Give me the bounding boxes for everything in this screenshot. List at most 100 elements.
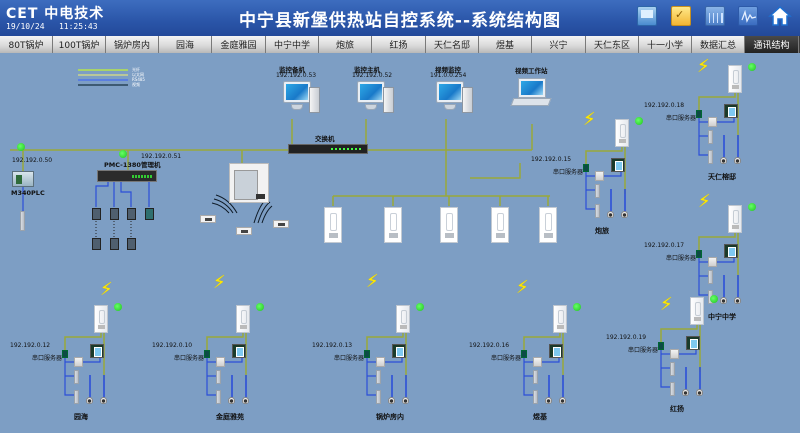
wireless-signal-icon: ⚡ <box>697 56 710 77</box>
meter-module[interactable] <box>110 238 119 250</box>
breaker-module[interactable] <box>708 117 717 127</box>
camera-icon[interactable] <box>621 211 628 218</box>
meter-module[interactable] <box>92 238 101 250</box>
wireless-node[interactable] <box>200 215 216 223</box>
tab-0[interactable]: 80T锅炉 <box>0 36 53 53</box>
power-meter[interactable] <box>232 344 246 358</box>
breaker-module[interactable] <box>376 357 385 367</box>
meter-module[interactable] <box>92 208 101 220</box>
serial-server[interactable] <box>62 350 68 358</box>
switch-label: 交换机 <box>315 135 335 143</box>
tab-9[interactable]: 煜基 <box>479 36 532 53</box>
camera-icon[interactable] <box>242 397 249 404</box>
monitor-icon[interactable] <box>637 6 657 26</box>
power-meter[interactable] <box>724 244 738 258</box>
power-meter[interactable] <box>549 344 563 358</box>
trend-icon[interactable] <box>738 6 758 26</box>
tab-12[interactable]: 十一小学 <box>639 36 692 53</box>
camera-icon[interactable] <box>607 211 614 218</box>
camera-icon[interactable] <box>720 157 727 164</box>
tab-8[interactable]: 天仁名邸 <box>426 36 479 53</box>
tab-3[interactable]: 园海 <box>159 36 212 53</box>
station-ip: 192.192.0.16 <box>469 342 510 349</box>
access-point[interactable] <box>440 207 458 243</box>
wireless-gateway-cabinet[interactable] <box>229 163 269 203</box>
access-point[interactable] <box>690 297 704 325</box>
camera-icon[interactable] <box>696 389 703 396</box>
breaker-module[interactable] <box>533 357 542 367</box>
serial-server[interactable] <box>696 250 702 258</box>
camera-icon[interactable] <box>228 397 235 404</box>
meter-module[interactable] <box>127 238 136 250</box>
flow-sensor <box>74 370 79 384</box>
power-meter[interactable] <box>686 336 700 350</box>
access-point[interactable] <box>491 207 509 243</box>
access-point[interactable] <box>324 207 342 243</box>
power-meter[interactable] <box>724 104 738 118</box>
tab-7[interactable]: 红扬 <box>372 36 426 53</box>
tab-6[interactable]: 炮旅 <box>319 36 372 53</box>
power-meter[interactable] <box>392 344 406 358</box>
backup-pc[interactable] <box>283 81 323 121</box>
camera-icon[interactable] <box>86 397 93 404</box>
camera-icon[interactable] <box>682 389 689 396</box>
breaker-module[interactable] <box>595 171 604 181</box>
camera-icon[interactable] <box>734 157 741 164</box>
serial-server-label: 串口服务器 <box>628 347 659 354</box>
serial-server-label: 串口服务器 <box>553 169 584 176</box>
station-status-indicator <box>748 63 756 71</box>
camera-icon[interactable] <box>388 397 395 404</box>
home-icon[interactable] <box>768 4 792 28</box>
main-pc[interactable] <box>357 81 397 121</box>
tab-14[interactable]: 通讯结构 <box>745 36 799 53</box>
meter-module[interactable] <box>127 208 136 220</box>
breaker-module[interactable] <box>216 357 225 367</box>
meter-module[interactable] <box>110 208 119 220</box>
serial-server[interactable] <box>583 164 589 172</box>
tab-2[interactable]: 锅炉房内 <box>106 36 159 53</box>
camera-icon[interactable] <box>402 397 409 404</box>
serial-server[interactable] <box>364 350 370 358</box>
camera-icon[interactable] <box>559 397 566 404</box>
camera-icon[interactable] <box>720 297 727 304</box>
access-point[interactable] <box>396 305 410 333</box>
power-meter[interactable] <box>90 344 104 358</box>
wireless-signal-icon: ⚡ <box>583 109 596 130</box>
pmc-manager[interactable] <box>97 170 157 182</box>
access-point[interactable] <box>236 305 250 333</box>
table-icon[interactable] <box>705 6 725 26</box>
serial-server[interactable] <box>658 342 664 350</box>
tab-10[interactable]: 兴宁 <box>532 36 586 53</box>
tab-13[interactable]: 数据汇总 <box>692 36 745 53</box>
access-point[interactable] <box>539 207 557 243</box>
checklist-icon[interactable] <box>671 6 691 26</box>
network-switch[interactable] <box>288 144 368 154</box>
camera-icon[interactable] <box>734 297 741 304</box>
access-point[interactable] <box>384 207 402 243</box>
serial-server[interactable] <box>521 350 527 358</box>
power-meter[interactable] <box>611 158 625 172</box>
meter-module[interactable] <box>145 208 154 220</box>
camera-icon[interactable] <box>100 397 107 404</box>
access-point[interactable] <box>728 205 742 233</box>
tab-11[interactable]: 天仁东区 <box>586 36 639 53</box>
serial-server[interactable] <box>696 110 702 118</box>
plc-device[interactable] <box>12 171 34 187</box>
breaker-module[interactable] <box>74 357 83 367</box>
camera-icon[interactable] <box>545 397 552 404</box>
breaker-module[interactable] <box>708 257 717 267</box>
wireless-node[interactable] <box>273 220 289 228</box>
access-point[interactable] <box>728 65 742 93</box>
serial-server[interactable] <box>204 350 210 358</box>
tab-1[interactable]: 100T锅炉 <box>53 36 106 53</box>
tab-4[interactable]: 金庭雅园 <box>212 36 266 53</box>
access-point[interactable] <box>553 305 567 333</box>
wireless-node[interactable] <box>236 227 252 235</box>
breaker-module[interactable] <box>670 349 679 359</box>
video-pc[interactable] <box>436 81 476 121</box>
video-workstation[interactable] <box>510 78 552 118</box>
access-point[interactable] <box>615 119 629 147</box>
legend-item: 光纤 <box>78 67 145 72</box>
tab-5[interactable]: 中宁中学 <box>266 36 319 53</box>
access-point[interactable] <box>94 305 108 333</box>
